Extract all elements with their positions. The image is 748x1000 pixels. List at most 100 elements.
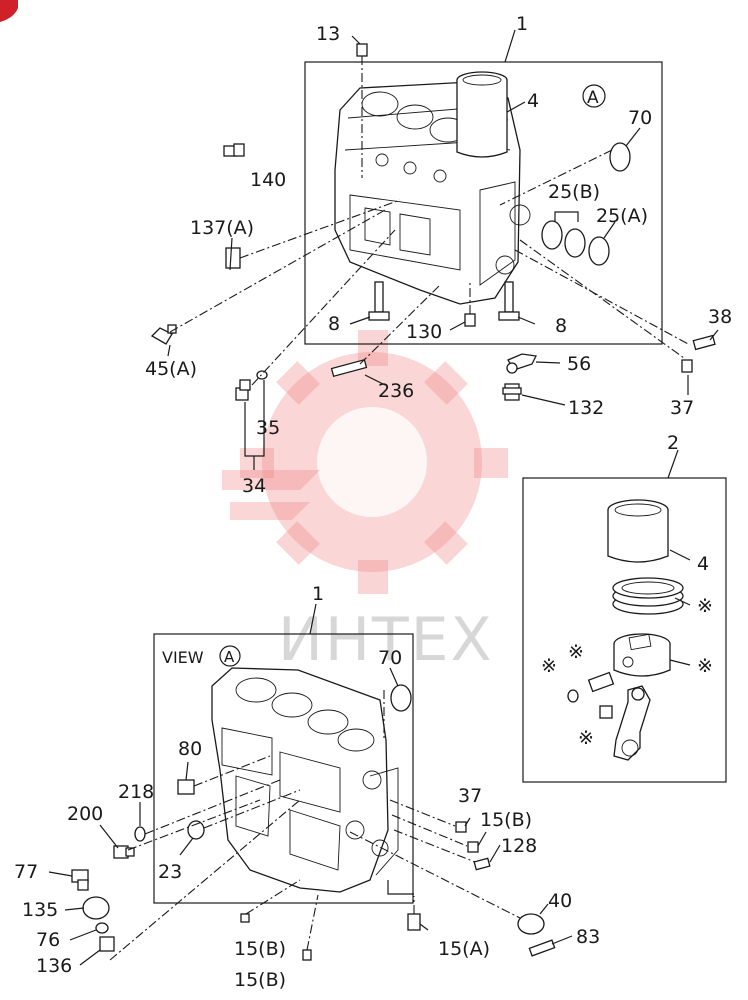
- rod-bush: [599, 705, 613, 719]
- part-128-pin: [473, 857, 491, 871]
- view-marker-circle: [219, 645, 241, 667]
- callout-15a: 15(A): [438, 938, 490, 960]
- top-leader-lines: [167, 29, 719, 470]
- part-137a-plug: [225, 247, 241, 269]
- callout-83: 83: [576, 926, 600, 948]
- callout-2: 2: [667, 432, 679, 454]
- part-80-plug: [177, 779, 195, 795]
- callout-8-right: 8: [555, 315, 567, 337]
- corner-marker: [0, 0, 18, 22]
- part-35-washer: [256, 370, 268, 380]
- detail-marker: A: [587, 88, 599, 108]
- callout-1-top: 1: [516, 13, 528, 35]
- part-15a-plug: [407, 913, 421, 931]
- part-135-cap: [82, 896, 110, 920]
- part-140-bolt: [223, 143, 245, 157]
- part-25b-ring-1: [541, 220, 563, 250]
- part-8-bolt-right: [498, 281, 520, 321]
- callout-130: 130: [406, 321, 442, 343]
- callout-140: 140: [250, 169, 286, 191]
- part-37-plug-bottom: [455, 821, 467, 833]
- callout-77: 77: [14, 861, 38, 883]
- callout-15b-b: 15(B): [234, 969, 286, 991]
- callout-70-top: 70: [628, 107, 652, 129]
- part-35-bolt: [235, 379, 251, 401]
- part-25b-ring-2: [564, 228, 586, 258]
- leader-1-bottom: [309, 603, 317, 635]
- top-assembly-frame: [304, 61, 663, 345]
- bottom-view-frame: [153, 633, 414, 904]
- detail-marker-circle: [582, 84, 606, 108]
- callout-34: 34: [242, 475, 266, 497]
- bottom-leader-lines: [48, 667, 573, 966]
- piston-pin: [587, 671, 615, 693]
- callout-4-top: 4: [527, 90, 539, 112]
- callout-15b-right: 15(B): [480, 809, 532, 831]
- callout-76: 76: [36, 929, 60, 951]
- part-132-fitting: [502, 383, 522, 401]
- view-label: VIEW: [162, 648, 204, 667]
- callout-132: 132: [568, 397, 604, 419]
- leader-2: [667, 449, 679, 479]
- part-70-oring-top: [609, 142, 631, 172]
- callout-star-rings: ※: [697, 595, 713, 617]
- callout-37-bottom: 37: [458, 785, 482, 807]
- part-70-oring-bottom: [390, 684, 412, 712]
- callout-128: 128: [501, 835, 537, 857]
- callout-200: 200: [67, 803, 103, 825]
- part-56-bracket: [506, 353, 537, 374]
- callout-35: 35: [256, 417, 280, 439]
- callout-56: 56: [567, 353, 591, 375]
- part-25a-ring: [588, 236, 610, 266]
- callout-labels: 13 1 4 70 25(B) 25(A) 140 137(A) 45(A) 8…: [14, 13, 732, 991]
- connecting-rod: [613, 685, 651, 761]
- piston-box-frame: [522, 477, 727, 783]
- part-15b-plug-a: [240, 913, 250, 923]
- piston-liner: [607, 499, 669, 563]
- part-83-pin: [528, 939, 556, 957]
- callout-15b-a: 15(B): [234, 938, 286, 960]
- part-38-rod: [692, 334, 716, 351]
- callout-4-box: 4: [697, 553, 709, 575]
- view-marker: A: [224, 648, 235, 666]
- callout-137a: 137(A): [190, 217, 254, 239]
- piston-box-leaders: [669, 549, 691, 666]
- part-130-pin: [464, 313, 476, 327]
- part-40-oring: [517, 913, 545, 935]
- callout-136: 136: [36, 955, 72, 977]
- part-136-plug: [99, 936, 115, 952]
- callout-218: 218: [118, 781, 154, 803]
- callout-25a-top: 25(A): [596, 205, 648, 227]
- part-15b-plug-right: [467, 841, 479, 853]
- piston-clip: [567, 689, 579, 703]
- part-200-bolt: [113, 845, 135, 859]
- part-45a-sensor: [150, 324, 177, 345]
- callout-star-clip: ※: [541, 655, 557, 677]
- callout-135: 135: [22, 899, 58, 921]
- part-37-plug-top: [681, 359, 693, 373]
- callout-80: 80: [178, 738, 202, 760]
- part-218-washer: [134, 826, 146, 842]
- part-8-bolt-left: [368, 281, 390, 321]
- callout-star-rod: ※: [578, 727, 594, 749]
- callout-70-bottom: 70: [378, 647, 402, 669]
- piston: [613, 633, 671, 677]
- callout-star-piston: ※: [697, 655, 713, 677]
- callout-236: 236: [378, 380, 414, 402]
- callout-40: 40: [548, 890, 572, 912]
- callout-23: 23: [158, 861, 182, 883]
- watermark-logo: [222, 330, 508, 594]
- part-13-plug: [356, 43, 368, 57]
- callout-star-pin: ※: [568, 641, 584, 663]
- part-236-stud: [330, 358, 368, 378]
- part-76-washer: [95, 922, 109, 934]
- callout-8-left: 8: [328, 313, 340, 335]
- callout-25b-top: 25(B): [548, 181, 600, 203]
- piston-rings: [612, 577, 684, 615]
- part-15b-plug-b: [302, 949, 312, 961]
- callout-13: 13: [316, 23, 340, 45]
- callout-1-bottom: 1: [312, 583, 324, 605]
- callout-37-top: 37: [670, 397, 694, 419]
- callout-45a: 45(A): [145, 358, 197, 380]
